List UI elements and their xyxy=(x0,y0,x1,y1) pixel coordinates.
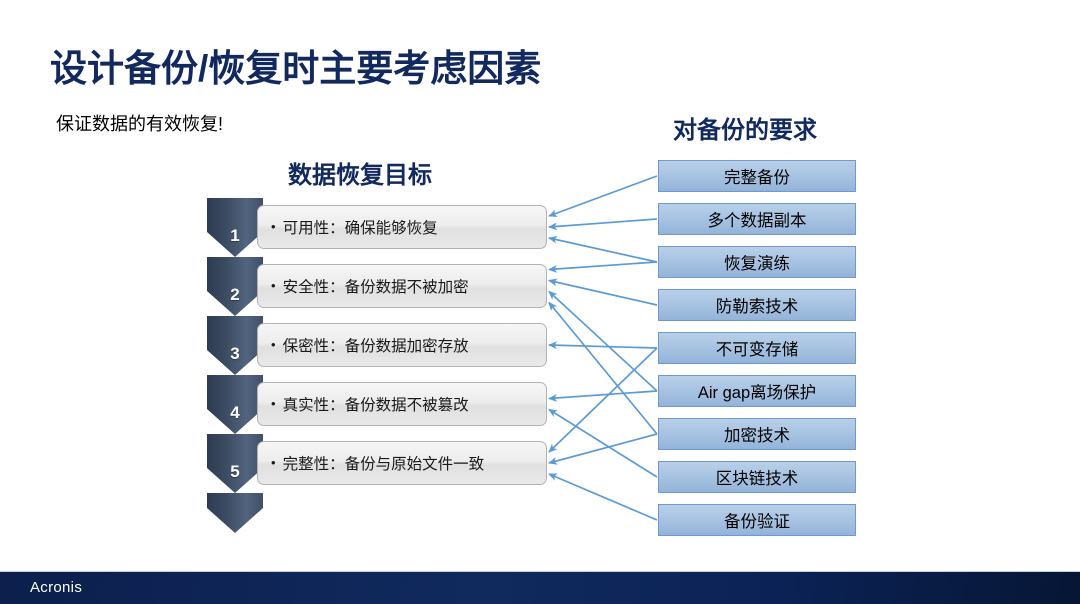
bullet-icon: • xyxy=(271,454,276,470)
chevron-step-icon: 3 xyxy=(207,316,263,375)
goal-row[interactable]: 2 • 安全性：备份数据不被加密 xyxy=(207,257,547,316)
requirement-box[interactable]: Air gap离场保护 xyxy=(658,375,856,407)
bullet-icon: • xyxy=(271,277,276,293)
goal-item-box[interactable]: • 保密性：备份数据加密存放 xyxy=(257,323,547,367)
chevron-step-number: 5 xyxy=(230,462,240,481)
connector-arrow xyxy=(548,301,658,435)
page-title: 设计备份/恢复时主要考虑因素 xyxy=(50,48,542,89)
goal-item-box[interactable]: • 安全性：备份数据不被加密 xyxy=(257,264,547,308)
connector-arrow xyxy=(548,433,658,465)
chevron-step-number: 2 xyxy=(230,285,240,304)
goal-item-label: 可用性：确保能够恢复 xyxy=(282,220,438,237)
bullet-icon: • xyxy=(271,336,276,352)
goal-row[interactable]: 3 • 保密性：备份数据加密存放 xyxy=(207,316,547,375)
chevron-step-icon: 5 xyxy=(207,434,263,493)
goal-item-box[interactable]: • 真实性：备份数据不被篡改 xyxy=(257,382,547,426)
footer-bar: Acronis xyxy=(0,572,1080,604)
goal-item-label: 保密性：备份数据加密存放 xyxy=(282,338,469,355)
requirement-box[interactable]: 完整备份 xyxy=(658,160,856,192)
requirement-label: 不可变存储 xyxy=(715,341,799,359)
chevron-step-number: 1 xyxy=(230,226,240,245)
connector-arrow xyxy=(548,278,658,306)
footer-divider xyxy=(0,571,1080,572)
connector-arrow xyxy=(548,341,658,350)
goal-item-box[interactable]: • 可用性：确保能够恢复 xyxy=(257,205,547,249)
connector-arrow xyxy=(548,235,658,263)
goal-row[interactable]: 4 • 真实性：备份数据不被篡改 xyxy=(207,375,547,434)
chevron-step-icon: 2 xyxy=(207,257,263,316)
connector-arrow xyxy=(548,261,658,273)
slide-subtitle: 保证数据的有效恢复! xyxy=(56,114,224,134)
connector-arrow xyxy=(548,390,658,402)
requirement-label: 完整备份 xyxy=(724,169,790,187)
requirement-label: Air gap离场保护 xyxy=(697,384,817,402)
connector-arrow xyxy=(548,290,658,392)
requirement-box[interactable]: 区块链技术 xyxy=(658,461,856,493)
goal-row[interactable]: 5 • 完整性：备份与原始文件一致 xyxy=(207,434,547,493)
connector-arrow xyxy=(548,473,658,521)
bullet-icon: • xyxy=(271,395,276,411)
chevron-step-number: 3 xyxy=(230,344,240,363)
chevron-tail-icon xyxy=(207,493,263,533)
goal-item-box[interactable]: • 完整性：备份与原始文件一致 xyxy=(257,441,547,485)
chevron-step-icon: 4 xyxy=(207,375,263,434)
requirement-box[interactable]: 备份验证 xyxy=(658,504,856,536)
connector-arrow xyxy=(548,218,658,231)
requirement-box[interactable]: 多个数据副本 xyxy=(658,203,856,235)
requirement-label: 备份验证 xyxy=(724,513,790,531)
acronis-logo: Acronis xyxy=(30,579,83,596)
requirement-box[interactable]: 不可变存储 xyxy=(658,332,856,364)
connector-arrow xyxy=(548,408,658,478)
requirement-label: 区块链技术 xyxy=(715,470,799,488)
goal-item-label: 完整性：备份与原始文件一致 xyxy=(282,456,485,473)
requirement-box[interactable]: 加密技术 xyxy=(658,418,856,450)
chevron-step-number: 4 xyxy=(230,403,240,422)
requirement-label: 加密技术 xyxy=(724,427,790,445)
requirement-label: 防勒索技术 xyxy=(715,298,799,316)
connector-arrow xyxy=(548,347,658,453)
requirement-label: 恢复演练 xyxy=(724,255,790,273)
connector-arrow xyxy=(548,175,658,217)
requirement-label: 多个数据副本 xyxy=(707,212,807,230)
right-panel-heading: 对备份的要求 xyxy=(673,117,817,144)
left-panel-heading: 数据恢复目标 xyxy=(288,162,432,189)
chevron-step-icon: 1 xyxy=(207,198,263,257)
requirement-box[interactable]: 防勒索技术 xyxy=(658,289,856,321)
goal-list: 1 • 可用性：确保能够恢复 2 • 安全性：备份数据不被加密 3 • 保密性：备份数据加密存放… xyxy=(207,198,547,533)
requirement-box[interactable]: 恢复演练 xyxy=(658,246,856,278)
bullet-icon: • xyxy=(271,218,276,234)
goal-item-label: 安全性：备份数据不被加密 xyxy=(282,279,469,296)
goal-item-label: 真实性：备份数据不被篡改 xyxy=(282,397,469,414)
goal-row[interactable]: 1 • 可用性：确保能够恢复 xyxy=(207,198,547,257)
